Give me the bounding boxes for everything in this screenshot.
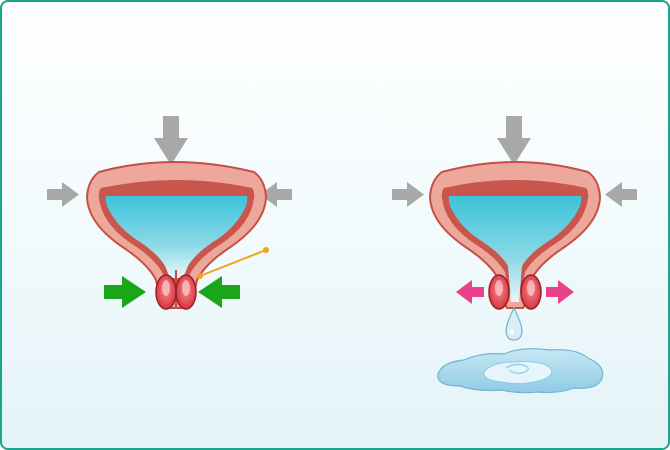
pressure-arrow-top-left: [154, 116, 188, 165]
sphincter-arrow-out-right: [546, 280, 574, 304]
sphincter-arrow-in-right: [198, 276, 240, 308]
panel-right: [392, 116, 637, 394]
pressure-arrow-left-right: [392, 182, 424, 207]
drop-icon: [505, 306, 523, 341]
pressure-arrow-right-right: [605, 182, 637, 207]
sphincter-arrow-in-left: [104, 276, 146, 308]
sphincter-arrow-out-left: [456, 280, 484, 304]
urine-left: [105, 196, 248, 278]
panel-left: [47, 116, 292, 310]
pressure-arrow-left-left: [47, 182, 79, 207]
pressure-arrow-top-right: [497, 116, 531, 165]
pointer-line: [197, 247, 269, 279]
puddle-icon: [437, 348, 604, 394]
urine-right: [448, 196, 582, 302]
pressure-arrow-right-left: [260, 182, 292, 207]
sphincter-left-panel: [155, 274, 197, 310]
sphincter-right-panel: [488, 274, 542, 310]
